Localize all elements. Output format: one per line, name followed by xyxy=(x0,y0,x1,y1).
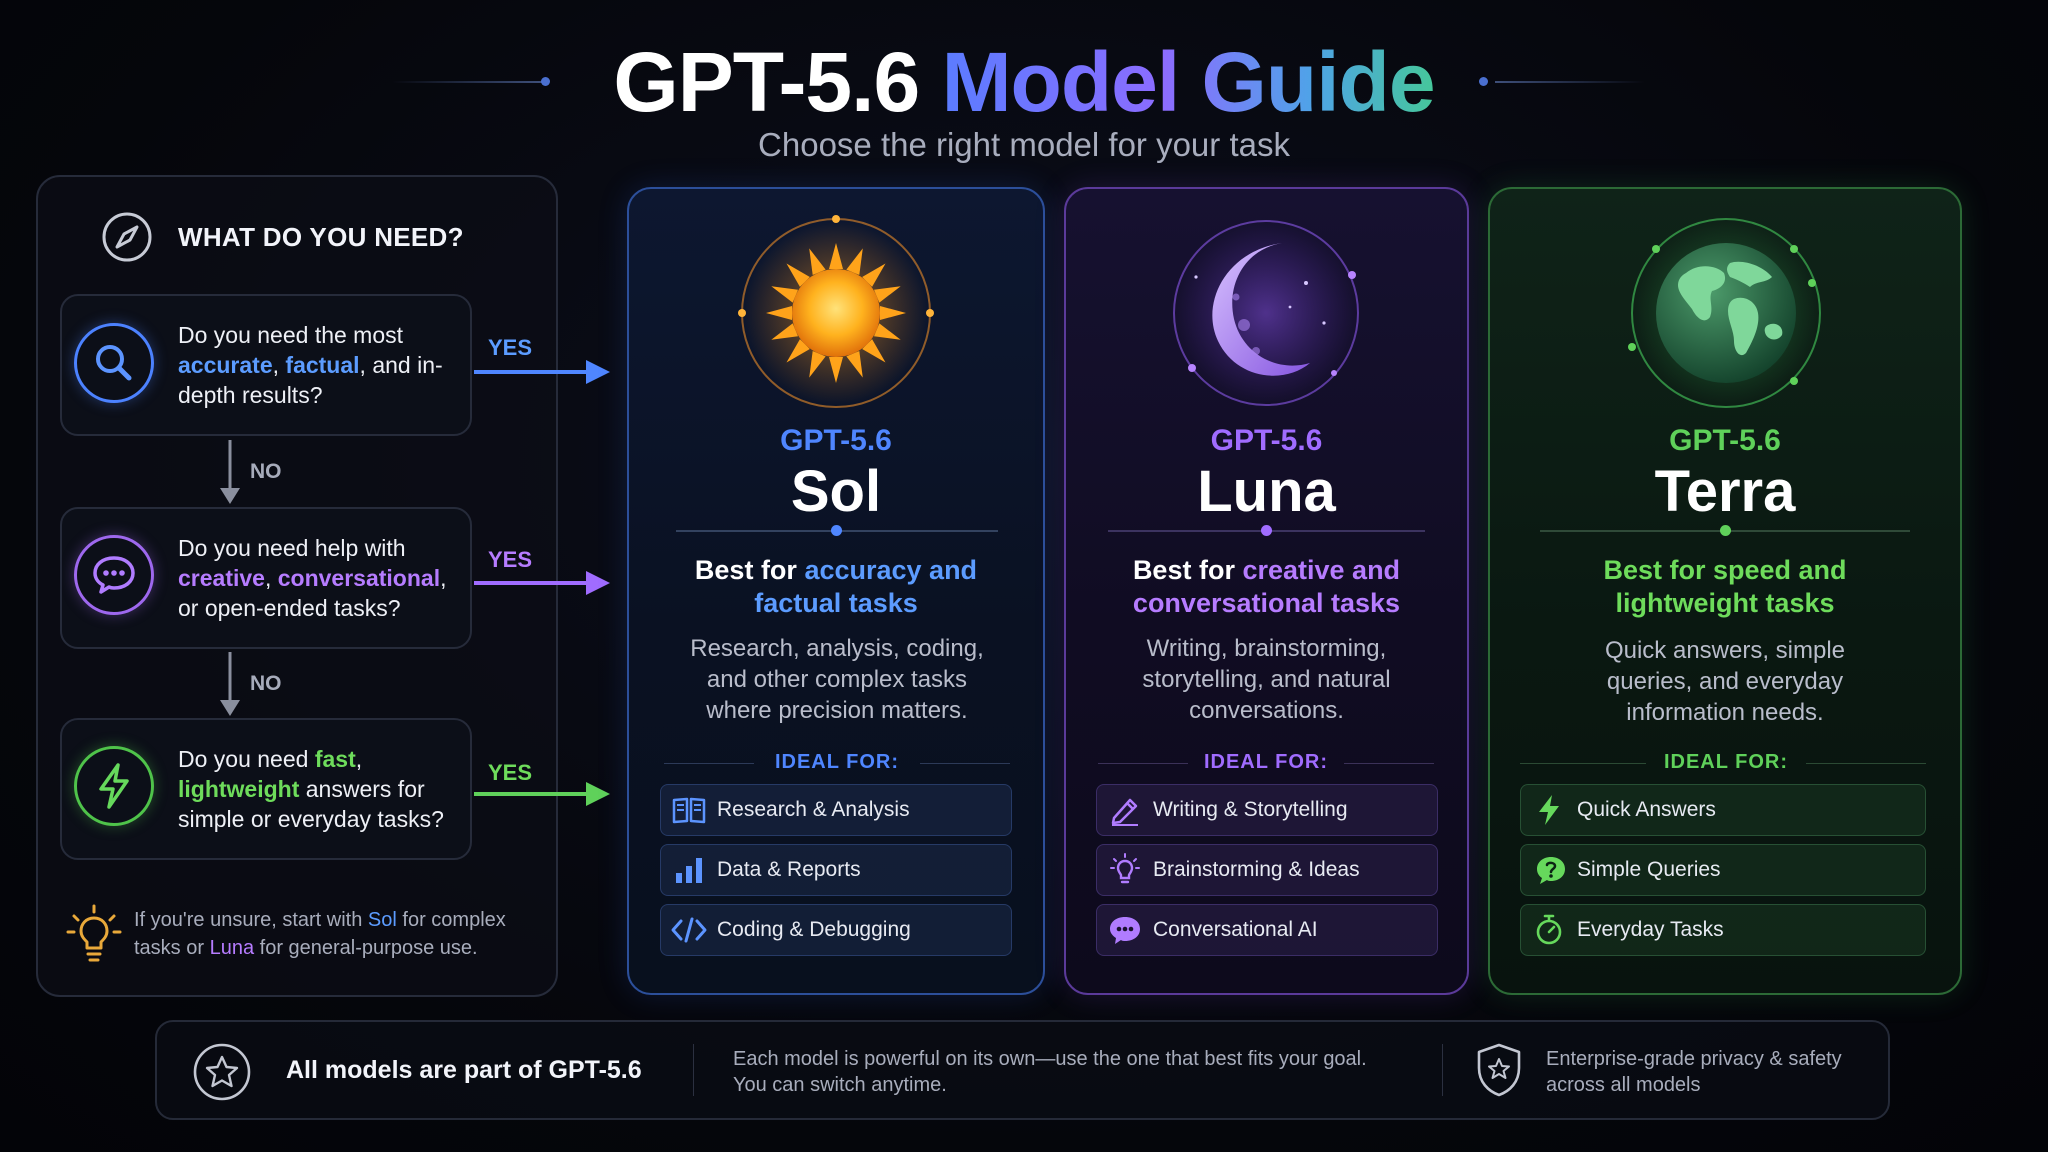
no-label-1: NO xyxy=(250,460,282,483)
sol-item-label: Research & Analysis xyxy=(717,798,910,821)
arrow-to-luna xyxy=(472,567,612,604)
page-subtitle: Choose the right model for your task xyxy=(758,126,1290,163)
terra-item-label: Simple Queries xyxy=(1577,858,1721,881)
terra-item-label: Quick Answers xyxy=(1577,798,1716,821)
title-dot-right xyxy=(1479,77,1488,86)
footer-bar xyxy=(155,1020,1890,1120)
luna-item-label: Brainstorming & Ideas xyxy=(1153,858,1360,881)
decision-heading: WHAT DO YOU NEED? xyxy=(178,222,464,252)
chat-bubble-icon xyxy=(74,535,154,615)
luna-item-conversational[interactable]: Conversational AI xyxy=(1096,904,1438,956)
luna-divider-dot xyxy=(1261,525,1272,536)
lightbulb-icon xyxy=(66,904,122,969)
luna-item-writing[interactable]: Writing & Storytelling xyxy=(1096,784,1438,836)
sol-item-label: Coding & Debugging xyxy=(717,918,911,941)
sol-description: Research, analysis, coding, and other co… xyxy=(690,635,984,724)
terra-ideal-label: IDEAL FOR: xyxy=(1663,751,1789,773)
title-gpt: GPT-5.6 xyxy=(613,35,920,129)
luna-ideal-line-right xyxy=(1344,763,1434,764)
page-title: GPT-5.6 Model Guide xyxy=(0,34,2048,131)
luna-name: Luna xyxy=(1197,459,1336,524)
shield-icon xyxy=(1474,1042,1524,1103)
luna-ideal-line-left xyxy=(1098,763,1188,764)
moon-icon xyxy=(1156,213,1376,418)
bar-chart-icon xyxy=(661,855,717,885)
footer-description: Each model is powerful on its own—use th… xyxy=(733,1048,1367,1096)
sol-item-data[interactable]: Data & Reports xyxy=(660,844,1012,896)
sol-version: GPT-5.6 xyxy=(780,424,892,457)
arrow-to-sol xyxy=(472,356,612,393)
lightning-icon xyxy=(74,746,154,826)
title-model-guide: Model Guide xyxy=(941,35,1436,129)
compass-icon xyxy=(100,210,154,264)
sol-ideal-line-left xyxy=(664,763,754,764)
yes-label-3: YES xyxy=(488,760,533,785)
luna-item-label: Conversational AI xyxy=(1153,918,1318,941)
yes-label-2: YES xyxy=(488,547,533,572)
arrow-down-1 xyxy=(218,440,242,511)
terra-ideal-line-left xyxy=(1520,763,1646,764)
terra-item-simple[interactable]: Simple Queries xyxy=(1520,844,1926,896)
no-label-2: NO xyxy=(250,672,282,695)
question-creative-text: Do you need help with creative, conversa… xyxy=(178,535,447,621)
tip-text: If you're unsure, start with Sol for com… xyxy=(134,909,506,959)
sol-item-coding[interactable]: Coding & Debugging xyxy=(660,904,1012,956)
terra-item-quick[interactable]: Quick Answers xyxy=(1520,784,1926,836)
star-badge-icon xyxy=(192,1042,252,1107)
title-line-left xyxy=(392,81,542,83)
code-icon xyxy=(661,916,717,944)
question-bubble-icon xyxy=(1521,854,1577,886)
sol-divider-dot xyxy=(831,525,842,536)
luna-item-label: Writing & Storytelling xyxy=(1153,798,1348,821)
terra-divider-dot xyxy=(1720,525,1731,536)
pencil-icon xyxy=(1097,794,1153,826)
stopwatch-icon xyxy=(1521,913,1577,947)
sol-item-research[interactable]: Research & Analysis xyxy=(660,784,1012,836)
sol-name: Sol xyxy=(790,459,882,524)
lightbulb-icon xyxy=(1097,853,1153,887)
sol-ideal-label: IDEAL FOR: xyxy=(774,751,900,773)
terra-item-label: Everyday Tasks xyxy=(1577,918,1724,941)
arrow-down-2 xyxy=(218,652,242,723)
lightning-icon xyxy=(1521,793,1577,827)
footer-separator-2 xyxy=(1442,1044,1443,1096)
sol-item-label: Data & Reports xyxy=(717,858,861,881)
question-accuracy-text: Do you need the most accurate, factual, … xyxy=(178,322,443,408)
luna-description: Writing, brainstorming, storytelling, an… xyxy=(1142,635,1391,724)
terra-description: Quick answers, simple queries, and every… xyxy=(1604,637,1846,726)
terra-ideal-line-right xyxy=(1806,763,1926,764)
luna-ideal-label: IDEAL FOR: xyxy=(1203,751,1329,773)
terra-version: GPT-5.6 xyxy=(1669,424,1781,457)
globe-icon xyxy=(1616,213,1836,418)
search-icon xyxy=(74,323,154,403)
terra-name: Terra xyxy=(1654,459,1796,524)
title-dot-left xyxy=(541,77,550,86)
question-speed-text: Do you need fast, lightweight answers fo… xyxy=(178,746,444,832)
book-icon xyxy=(661,795,717,825)
title-line-right xyxy=(1495,81,1645,83)
footer-separator-1 xyxy=(693,1044,694,1096)
arrow-to-terra xyxy=(472,778,612,815)
yes-label-1: YES xyxy=(488,335,533,360)
sun-icon xyxy=(726,213,946,418)
footer-title: All models are part of GPT-5.6 xyxy=(286,1056,642,1084)
luna-item-brainstorm[interactable]: Brainstorming & Ideas xyxy=(1096,844,1438,896)
chat-bubble-icon xyxy=(1097,914,1153,946)
sol-ideal-line-right xyxy=(920,763,1010,764)
terra-item-everyday[interactable]: Everyday Tasks xyxy=(1520,904,1926,956)
luna-version: GPT-5.6 xyxy=(1210,424,1323,457)
